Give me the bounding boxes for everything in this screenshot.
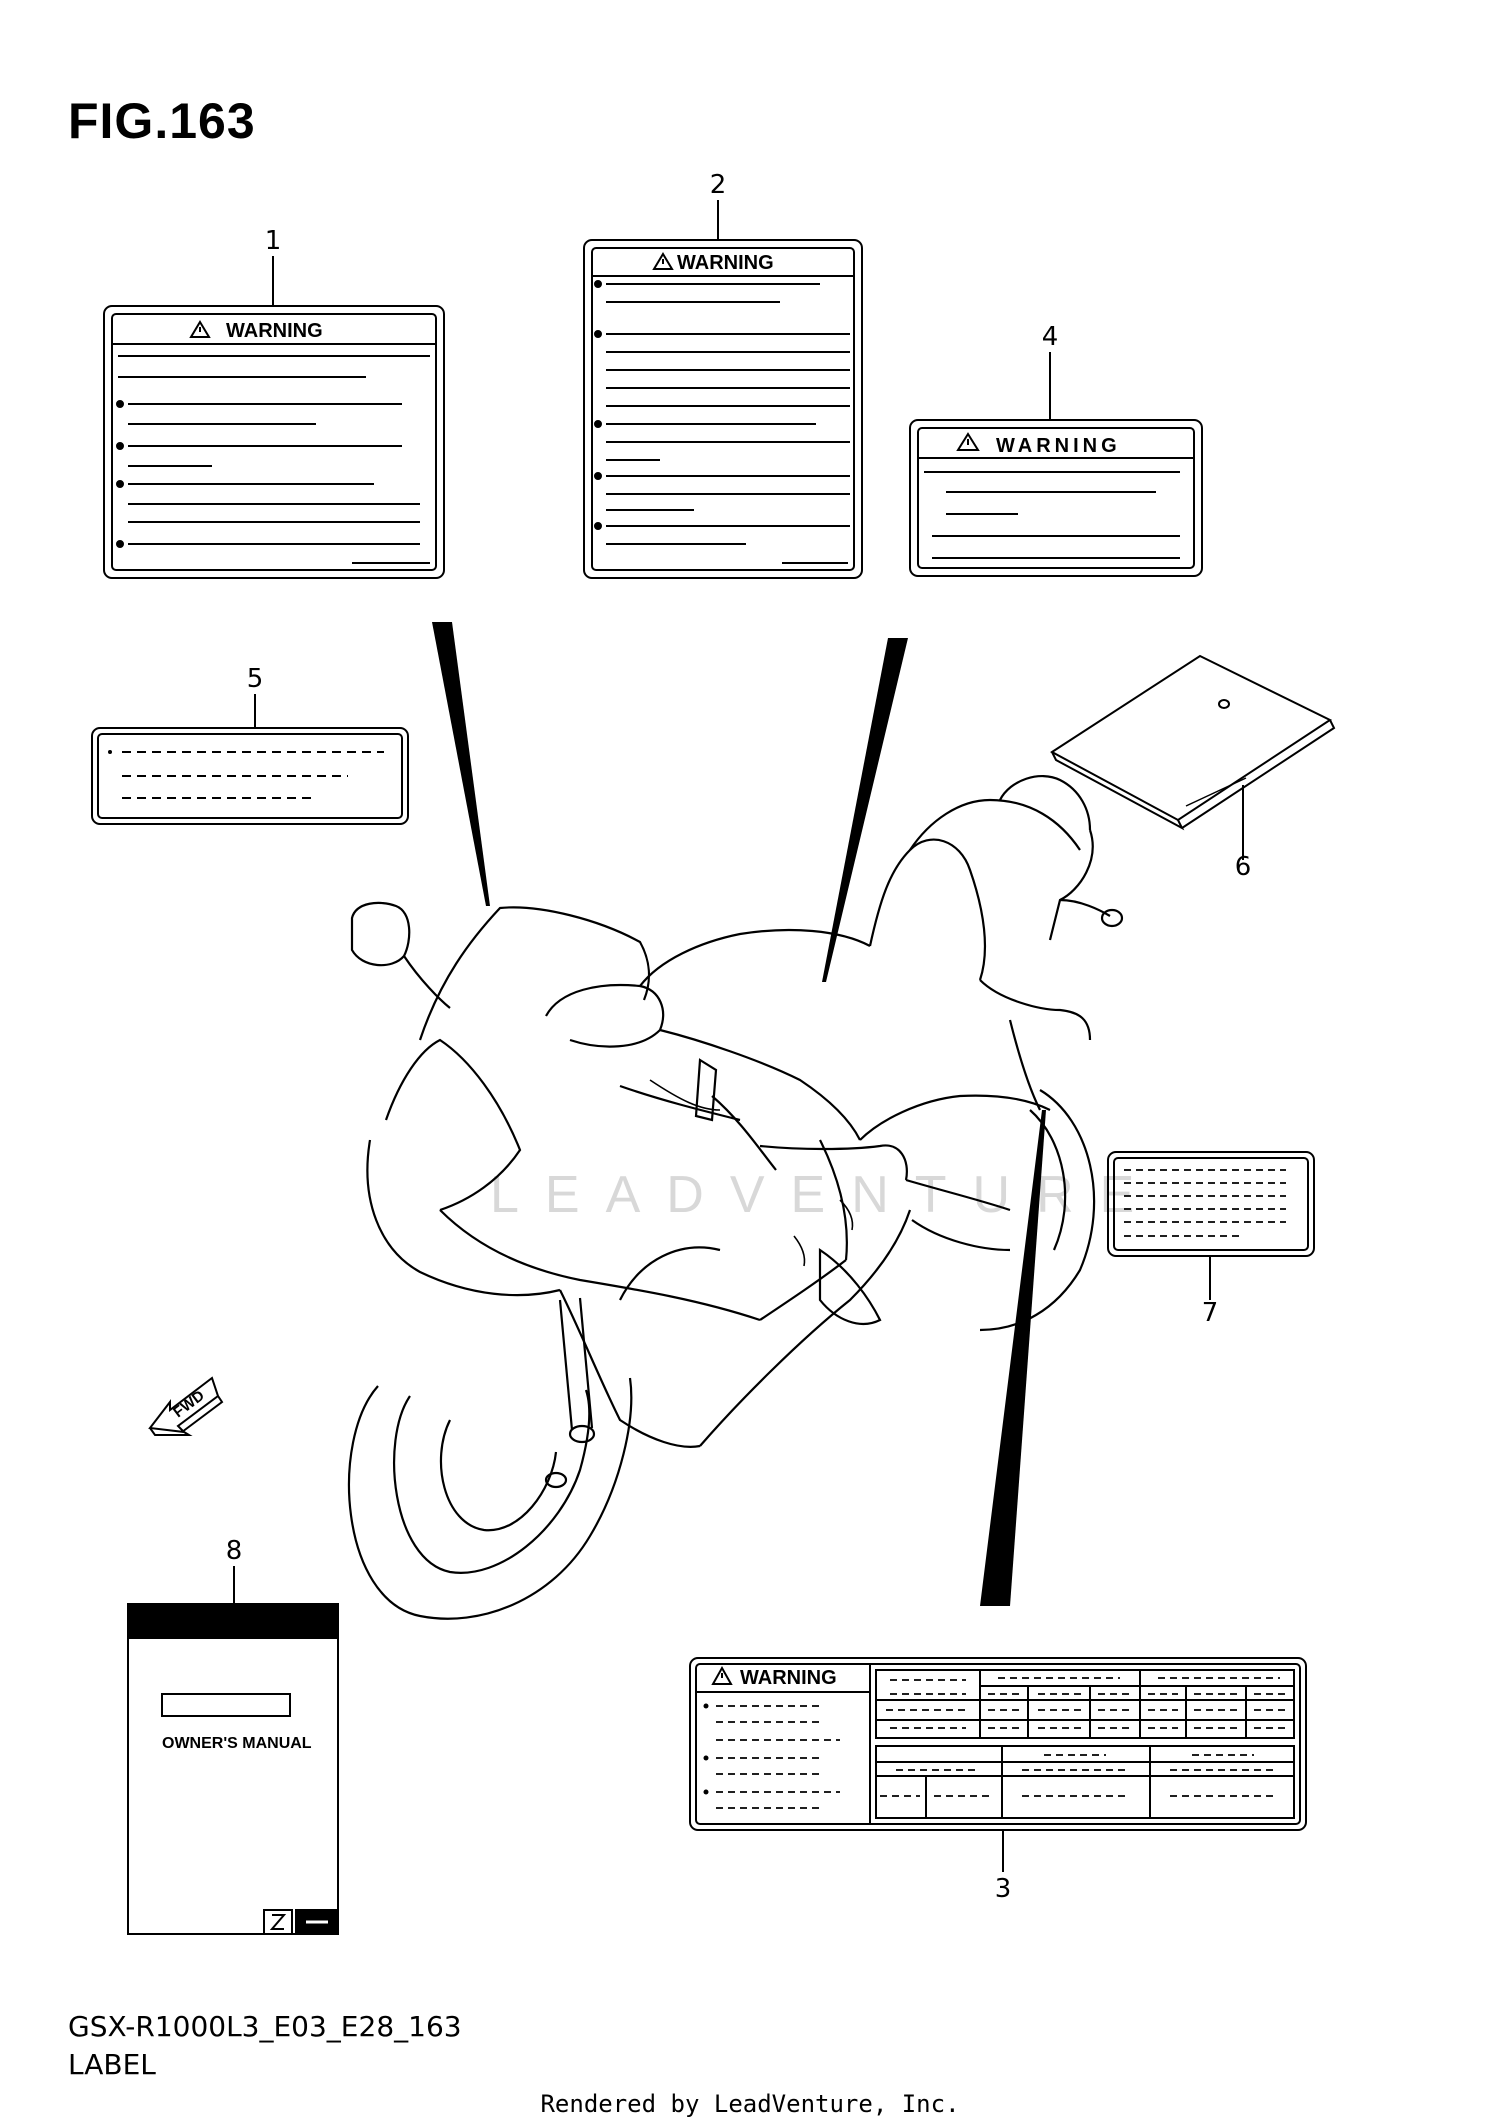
callout-7: 7 bbox=[1201, 1298, 1219, 1328]
model-code: GSX-R1000L3_E03_E28_163 bbox=[68, 2010, 462, 2043]
warning-triangle-icon bbox=[652, 252, 674, 270]
label-3-warning-table[interactable]: WARNING bbox=[689, 1657, 1307, 1872]
callout-4: 4 bbox=[1041, 322, 1059, 352]
callout-6: 6 bbox=[1234, 852, 1252, 882]
callout-2: 2 bbox=[709, 170, 727, 200]
label-5-info[interactable] bbox=[91, 694, 409, 825]
callout-8: 8 bbox=[225, 1536, 243, 1566]
label-1-warning[interactable]: WARNING bbox=[103, 256, 445, 579]
label-2-warning-heading: WARNING bbox=[677, 252, 774, 274]
label-4-warning-heading: WARNING bbox=[996, 435, 1121, 457]
fwd-arrow-icon: FWD bbox=[148, 1376, 224, 1436]
rendered-by: Rendered by LeadVenture, Inc. bbox=[540, 2090, 960, 2118]
fairing-details bbox=[649, 1079, 854, 1267]
watermark: LEADVENTURE bbox=[490, 1166, 1161, 1224]
warning-triangle-icon bbox=[956, 432, 980, 451]
section-name: LABEL bbox=[68, 2048, 156, 2081]
label-7-info[interactable] bbox=[1107, 1151, 1315, 1300]
owners-manual-title: OWNER'S MANUAL bbox=[162, 1735, 312, 1752]
motorcycle-illustration bbox=[347, 775, 1124, 1620]
label-3-warning-heading: WARNING bbox=[740, 1667, 837, 1689]
suzuki-logo-icon bbox=[263, 1909, 339, 1935]
label-1-warning-heading: WARNING bbox=[226, 320, 323, 342]
callout-5: 5 bbox=[246, 664, 264, 694]
callout-3: 3 bbox=[994, 1874, 1012, 1904]
callout-1: 1 bbox=[264, 226, 282, 256]
figure-title: FIG.163 bbox=[68, 93, 256, 149]
label-4-warning[interactable]: WARNING bbox=[909, 352, 1203, 577]
warning-triangle-icon bbox=[711, 1665, 733, 1685]
label-2-warning[interactable]: WARNING bbox=[583, 200, 863, 579]
label-6-sheet[interactable] bbox=[1050, 654, 1336, 860]
pointer-wedges bbox=[432, 622, 1046, 1606]
owners-manual[interactable]: OWNER'S MANUAL bbox=[127, 1566, 339, 1935]
warning-triangle-icon bbox=[189, 320, 211, 338]
